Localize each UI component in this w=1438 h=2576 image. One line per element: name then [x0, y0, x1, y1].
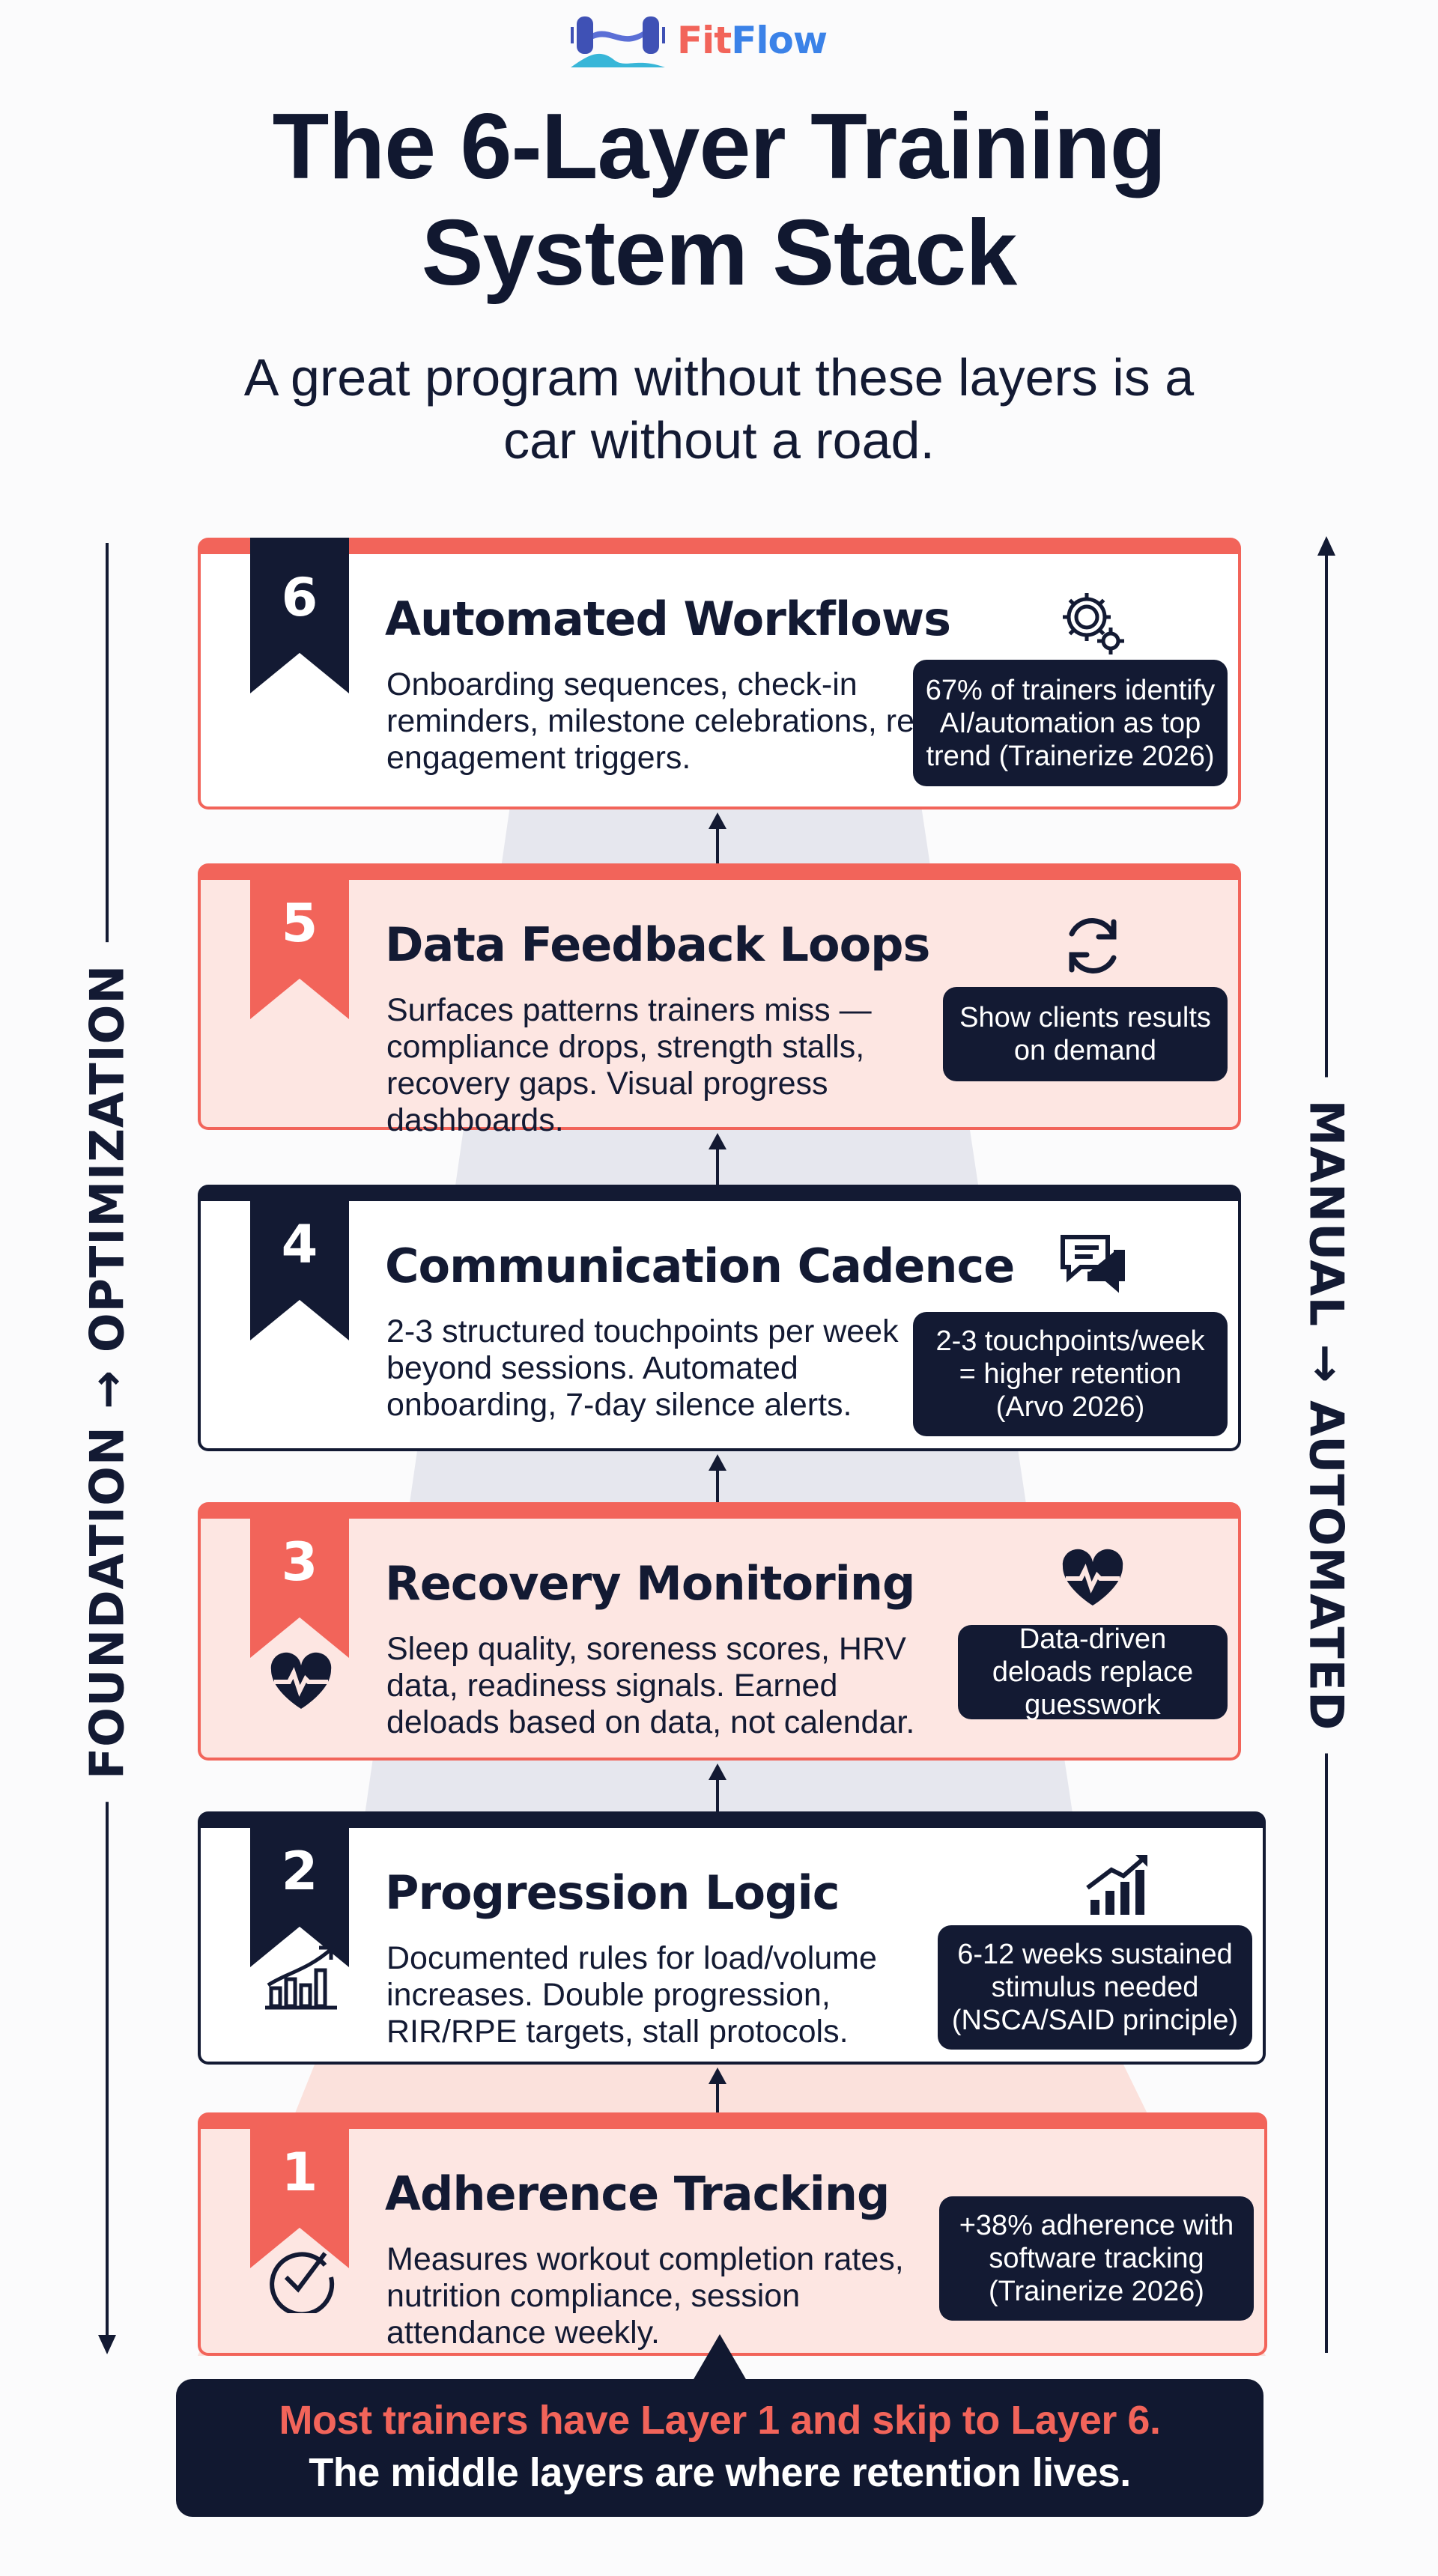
fitflow-logo: FitFlow [569, 10, 828, 70]
page-title: The 6-Layer Training System Stack [272, 95, 1167, 305]
layer-number: 6 [281, 567, 318, 628]
layer-number: 2 [281, 1841, 318, 1902]
bar-chart-icon [1081, 1849, 1153, 1921]
connector-arrow-up-icon [709, 1133, 726, 1185]
layer-number: 3 [281, 1531, 318, 1593]
right-axis-label: MANUAL → AUTOMATED [1299, 1077, 1354, 1754]
left-axis-arrow-down-icon [98, 2335, 116, 2354]
connector-arrow-up-icon [709, 2068, 726, 2112]
right-axis-arrow-up-icon [1317, 536, 1335, 556]
gear-icon [1057, 587, 1129, 659]
layer-description: Surfaces patterns trainers miss — compli… [386, 992, 872, 1138]
layer-description: Sleep quality, soreness scores, HRV data… [386, 1631, 915, 1740]
layer-card-3: 3 Recovery Monitoring Sleep quality, sor… [198, 1502, 1241, 1761]
connector-arrow-up-icon [709, 812, 726, 863]
layer-title: Data Feedback Loops [385, 917, 930, 972]
layer-stat-badge: Data-driven deloads replace guesswork [958, 1623, 1228, 1721]
layer-description: 2-3 structured touchpoints per week beyo… [386, 1313, 899, 1423]
layer-number: 5 [281, 893, 318, 954]
summary-banner: Most trainers have Layer 1 and skip to L… [176, 2334, 1263, 2517]
layer-card-6: 6 Automated Workflows Onboarding sequenc… [198, 538, 1241, 809]
layer-title: Adherence Tracking [385, 2166, 890, 2221]
layer-description: Documented rules for load/volume increas… [386, 1940, 877, 2050]
check-circle-icon [265, 2241, 337, 2317]
page-subtitle: A great program without these layers is … [243, 348, 1195, 470]
layer-description: Onboarding sequences, check-in reminders… [386, 666, 926, 776]
brand-name: FitFlow [677, 19, 828, 62]
layer-number-ribbon: 6 [250, 538, 349, 693]
heart-pulse-icon [1057, 1543, 1129, 1614]
layer-number-ribbon: 5 [250, 863, 349, 1019]
chat-icon [1057, 1228, 1129, 1300]
connector-arrow-up-icon [709, 1454, 726, 1502]
layer-title: Recovery Monitoring [385, 1556, 915, 1611]
layer-stat-badge: +38% adherence with software tracking (T… [939, 2196, 1254, 2321]
layer-number-ribbon: 4 [250, 1185, 349, 1340]
layer-number-ribbon: 3 [250, 1502, 349, 1658]
connector-arrow-up-icon [709, 1764, 726, 1811]
layer-card-4: 4 Communication Cadence 2-3 structured t… [198, 1185, 1241, 1451]
layer-number: 1 [281, 2142, 318, 2203]
layer-stat-badge: 67% of trainers identify AI/automation a… [913, 660, 1228, 786]
layer-stat-badge: 2-3 touchpoints/week = higher retention … [913, 1312, 1228, 1436]
layer-stat-badge: Show clients results on demand [943, 987, 1228, 1081]
layer-number: 4 [281, 1214, 318, 1275]
layer-title: Progression Logic [385, 1865, 840, 1920]
layer-title: Communication Cadence [385, 1239, 1015, 1293]
layer-description: Measures workout completion rates, nutri… [386, 2241, 904, 2351]
layer-stat-badge: 6-12 weeks sustained stimulus needed (NS… [938, 1925, 1252, 2050]
layer-card-2: 2 Progression Logic Documented rules for… [198, 1811, 1266, 2065]
banner-line-2: The middle layers are where retention li… [309, 2450, 1131, 2495]
refresh-icon [1057, 910, 1129, 982]
layer-card-5: 5 Data Feedback Loops Surfaces patterns … [198, 863, 1241, 1138]
layer-card-1: 1 Adherence Tracking Measures workout co… [198, 2112, 1267, 2356]
banner-line-1: Most trainers have Layer 1 and skip to L… [279, 2398, 1161, 2443]
left-axis-label: FOUNDATION → OPTIMIZATION [79, 941, 135, 1802]
layer-title: Automated Workflows [385, 592, 951, 646]
heart-pulse-icon [265, 1646, 337, 1718]
growth-chart-icon [265, 1940, 337, 2012]
dumbbell-wave-icon [571, 16, 665, 67]
